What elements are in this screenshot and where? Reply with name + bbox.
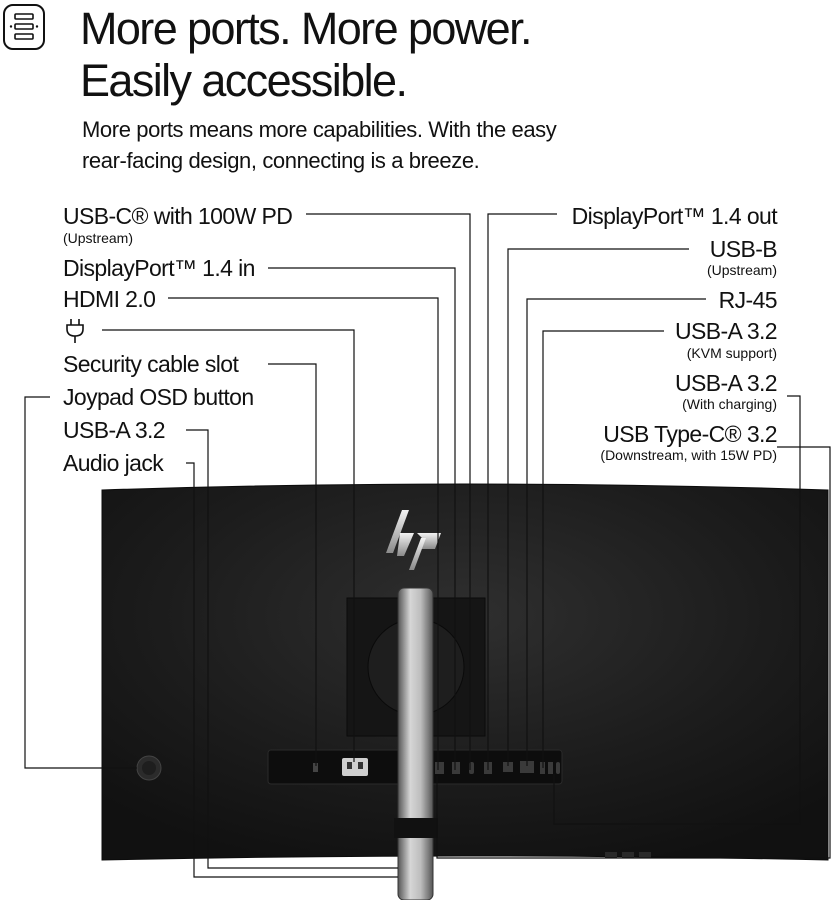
hdmi-port [435,762,444,774]
dp-in-port [452,762,460,774]
note-kvm-support: (KVM support) [686,345,777,361]
description-line-1: More ports means more capabilities. With… [82,117,557,142]
label-usba-charging: USB-A 3.2 [675,370,778,396]
headline-line-2: Easily accessible. [80,55,408,106]
power-plug-icon [66,319,84,343]
label-rj45: RJ-45 [718,287,778,313]
description-line-2: rear-facing design, connecting is a bree… [82,148,480,173]
label-usbc-100w: USB-C® with 100W PD [63,203,293,229]
label-security-slot: Security cable slot [63,351,239,377]
note-with-charging: (With charging) [682,396,777,412]
rj45-port [520,761,534,773]
label-usba-left: USB-A 3.2 [63,417,166,443]
label-usbb: USB-B [709,236,778,262]
hp-logo [386,510,441,570]
label-dp-out: DisplayPort™ 1.4 out [571,203,778,229]
usbb-port [503,762,513,772]
label-audio-jack: Audio jack [63,450,164,476]
ports-icon [3,4,45,50]
usbc-down-port [556,762,560,774]
label-usbc-down: USB Type-C® 3.2 [603,421,777,447]
label-dp-in: DisplayPort™ 1.4 in [63,255,255,281]
cable-clip [394,818,438,838]
stand-neck [397,587,434,900]
power-port [342,758,368,776]
label-hdmi: HDMI 2.0 [63,286,156,312]
note-usbb-upstream: (Upstream) [706,262,777,278]
label-usba-kvm: USB-A 3.2 [675,318,778,344]
note-downstream-15w: (Downstream, with 15W PD) [600,447,777,463]
security-slot [313,763,318,772]
note-usbc-upstream: (Upstream) [63,230,134,246]
label-joypad: Joypad OSD button [63,384,254,410]
usba-charge-port [548,762,553,774]
headline-line-1: More ports. More power. [80,3,532,54]
